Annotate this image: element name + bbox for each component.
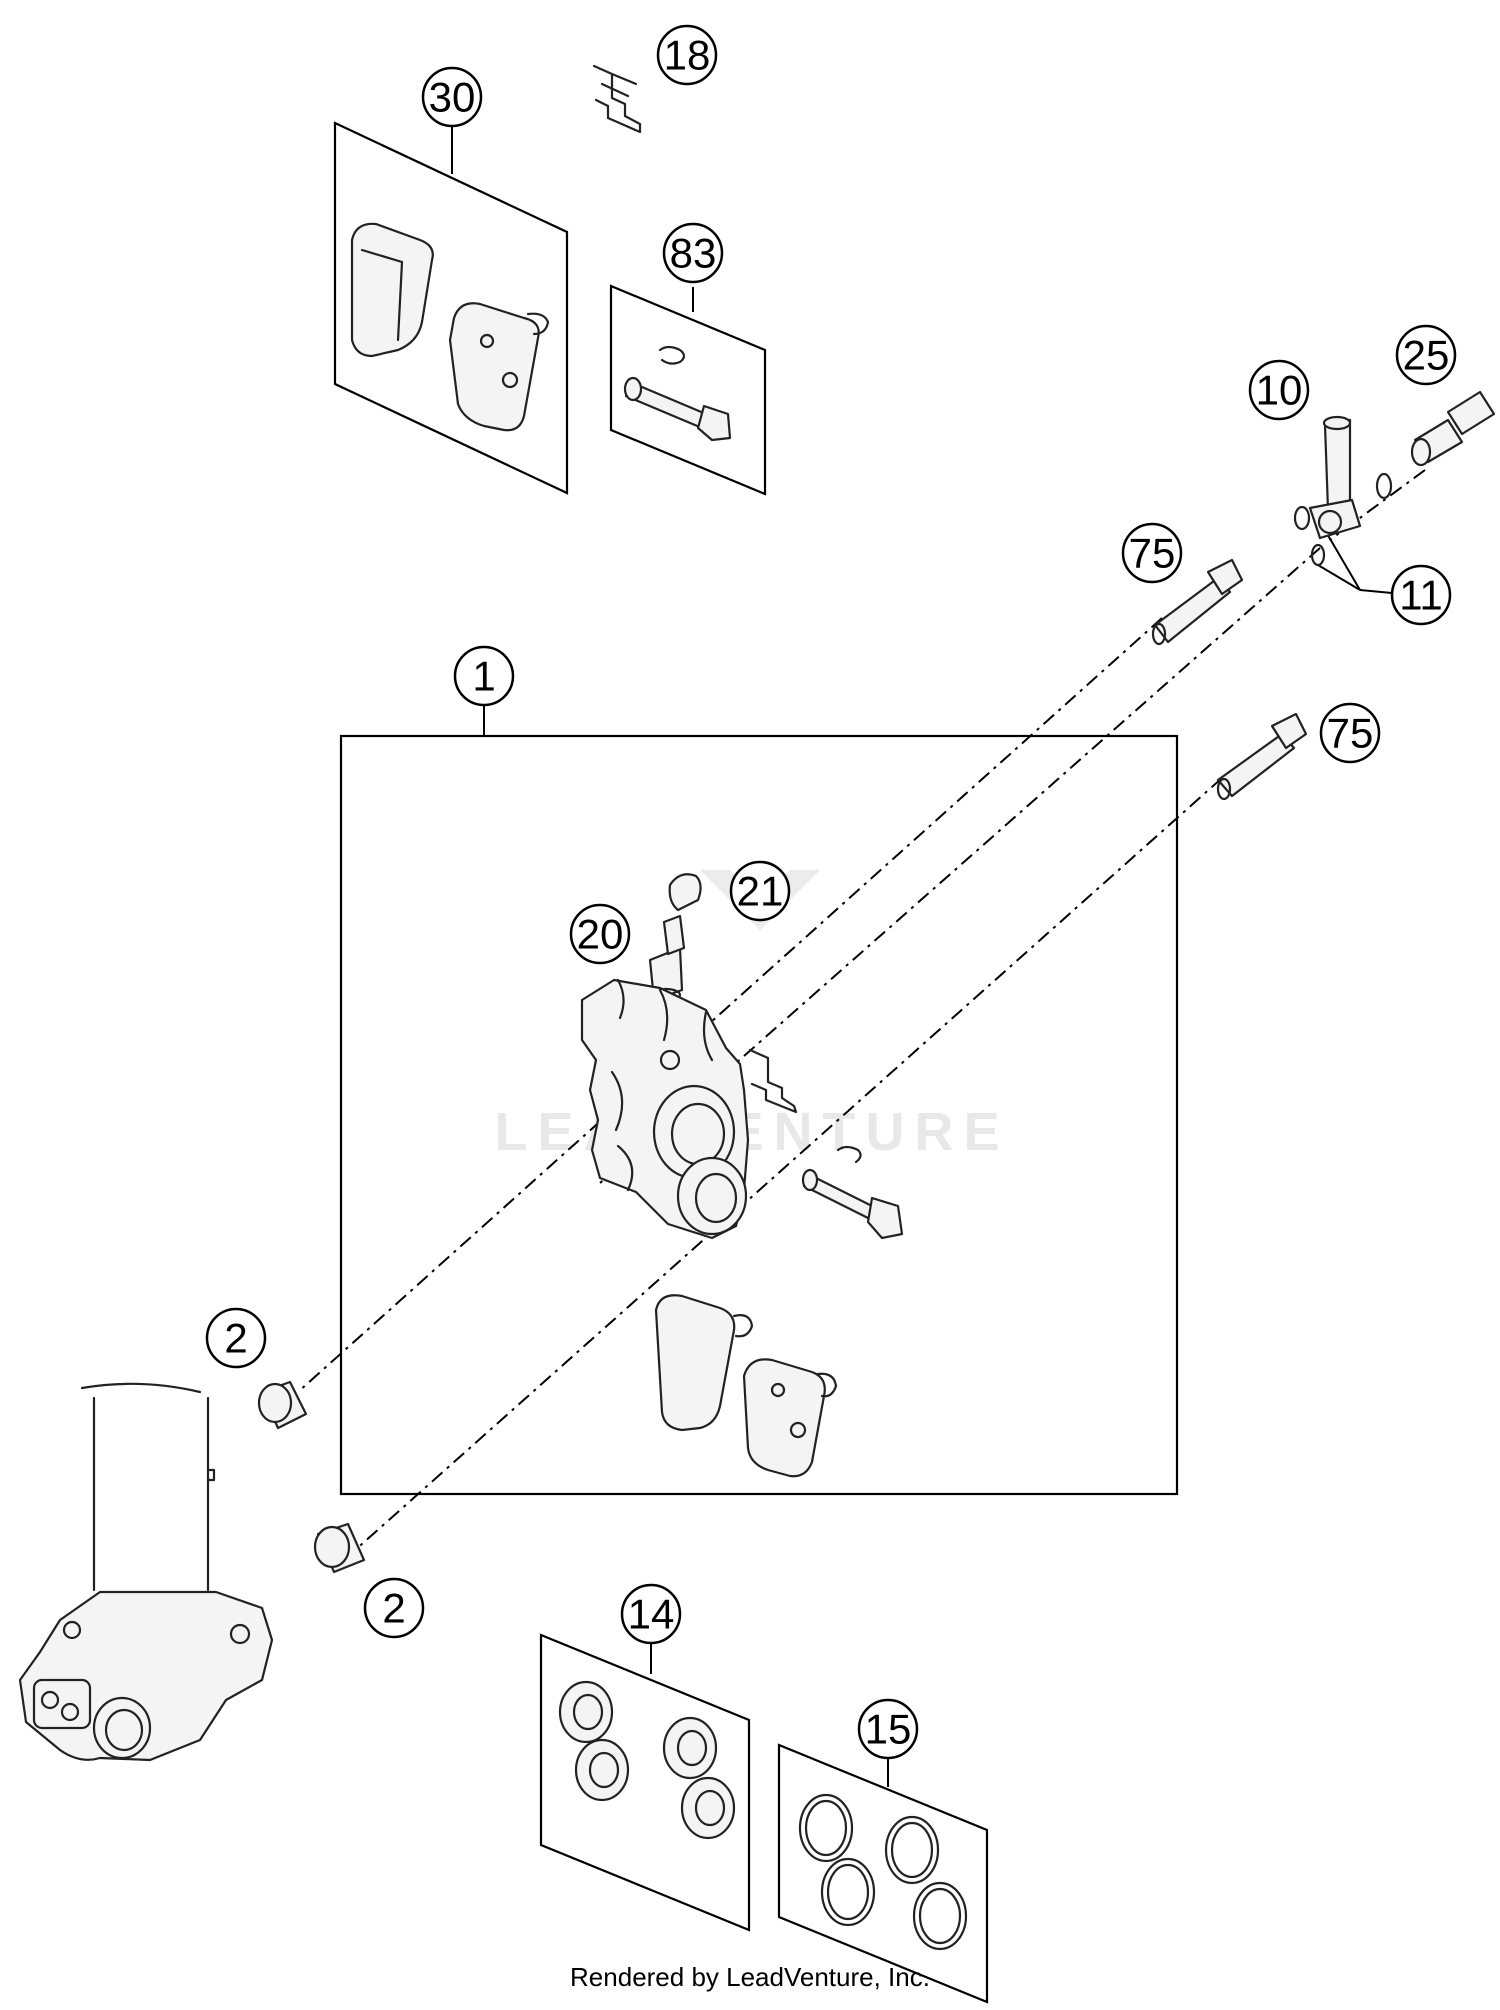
callout-2-lower-label: 2 (382, 1585, 405, 1632)
callout-75-upper[interactable]: 75 (1121, 522, 1183, 584)
caliper-pads-part (654, 1294, 838, 1478)
callout-25-label: 25 (1403, 332, 1450, 379)
callout-30[interactable]: 30 (421, 66, 483, 128)
callout-2-upper[interactable]: 2 (205, 1307, 267, 1369)
pistons-part (558, 1680, 736, 1840)
callout-83[interactable]: 83 (662, 222, 724, 284)
callout-1-label: 1 (472, 653, 495, 700)
caliper-clip-part (748, 1048, 798, 1114)
caliper-bolt-upper-part (1151, 558, 1244, 646)
pin-kit-box (609, 284, 767, 496)
callout-25[interactable]: 25 (1395, 324, 1457, 386)
callout-2-lower[interactable]: 2 (363, 1577, 425, 1639)
callout-75-lower[interactable]: 75 (1319, 702, 1381, 764)
seal-rings-part (798, 1793, 968, 1951)
callout-14[interactable]: 14 (620, 1583, 682, 1645)
footer-credit: Rendered by LeadVenture, Inc. (570, 1962, 930, 1992)
brake-line-fitting-part (1293, 415, 1362, 567)
hose-bolt-part (1375, 390, 1496, 500)
caliper-body-part (580, 978, 750, 1240)
callout-11[interactable]: 11 (1390, 564, 1452, 626)
callout-18-label: 18 (664, 32, 711, 79)
fork-leg-part (18, 1382, 274, 1762)
callout-10[interactable]: 10 (1248, 359, 1310, 421)
pin-part (623, 345, 732, 442)
callout-2-upper-label: 2 (224, 1315, 247, 1362)
leader-lines (451, 126, 1393, 1787)
callout-75-upper-label: 75 (1129, 530, 1176, 577)
callout-20[interactable]: 20 (569, 903, 631, 965)
seal-kit-box (777, 1743, 989, 2004)
watermark-text: LEADVENTURE (494, 1102, 1009, 1162)
callout-14-label: 14 (628, 1591, 675, 1638)
caliper-bolt-lower-part (1216, 712, 1308, 801)
callout-10-label: 10 (1256, 367, 1303, 414)
callout-21[interactable]: 21 (729, 860, 791, 922)
spacer-upper-part (257, 1380, 308, 1430)
assembly-axes (297, 469, 1426, 1553)
callout-83-label: 83 (670, 230, 717, 277)
callout-1[interactable]: 1 (453, 645, 515, 707)
callout-15-label: 15 (865, 1706, 912, 1753)
callout-21-label: 21 (737, 868, 784, 915)
callout-30-label: 30 (429, 74, 476, 121)
caliper-pin-part (801, 1145, 904, 1240)
brake-pad-kit-box (333, 121, 569, 495)
callout-18[interactable]: 18 (656, 24, 718, 86)
bleeder-cap-part (668, 873, 702, 912)
caliper-assembly-box (339, 734, 1179, 1496)
piston-kit-box (539, 1633, 751, 1932)
callout-75-lower-label: 75 (1327, 710, 1374, 757)
spacer-lower-part (313, 1522, 366, 1574)
callout-20-label: 20 (577, 911, 624, 958)
callout-15[interactable]: 15 (857, 1698, 919, 1760)
brake-pads-part (350, 222, 550, 432)
clip-spring-part (592, 64, 642, 134)
callout-11-label: 11 (1399, 572, 1443, 619)
